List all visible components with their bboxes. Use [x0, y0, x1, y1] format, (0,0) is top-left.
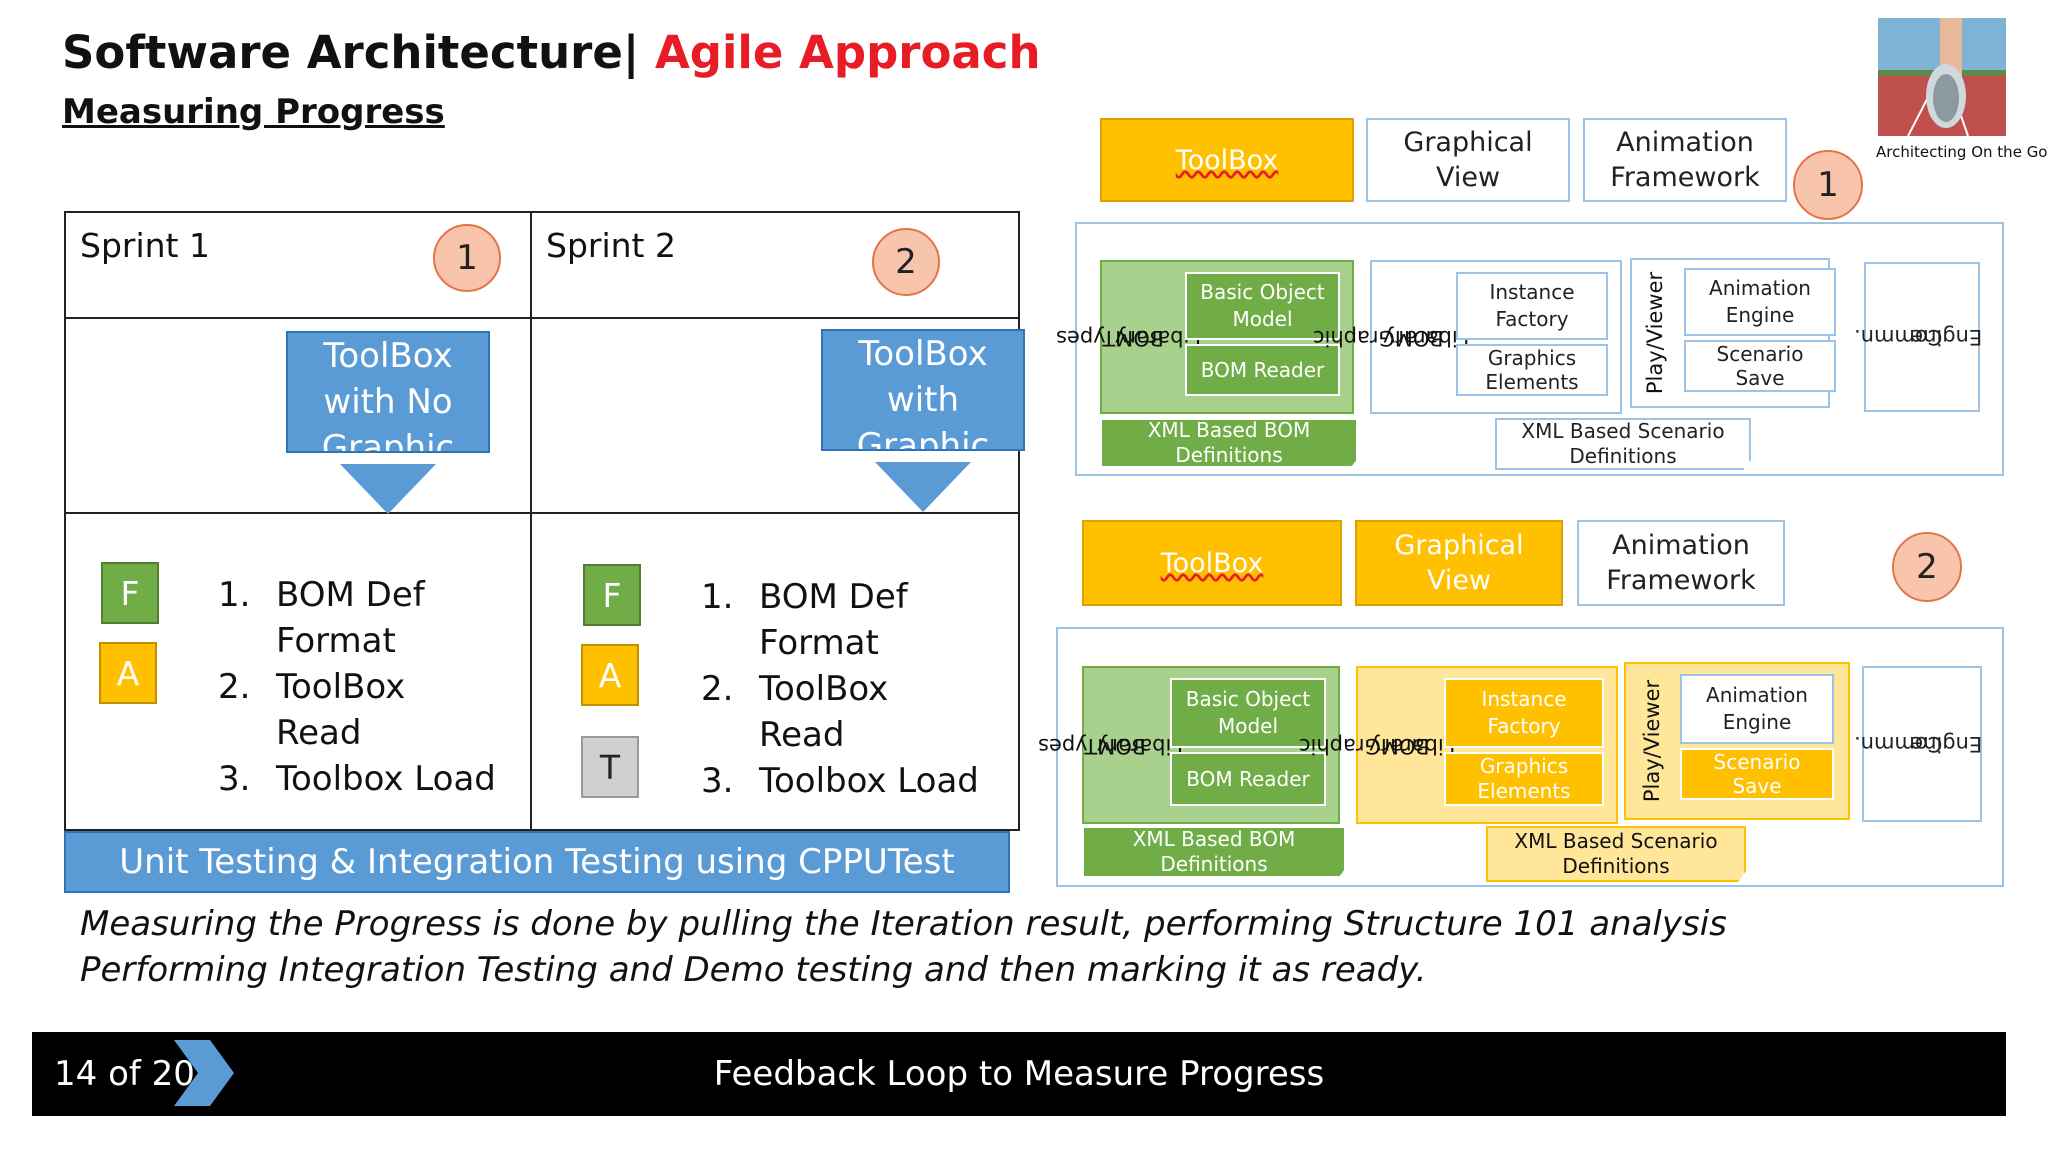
- sprint-2-goal-line: Graphic: [856, 426, 990, 451]
- sprint-1-goal-line: ToolBox: [323, 336, 453, 376]
- task-item-continued: Read: [759, 715, 845, 755]
- sprint-1-header: Sprint 1: [80, 226, 210, 265]
- sprint-1-task-list: 1.BOM Def Format 2.ToolBox Read 3.Toolbo…: [218, 572, 496, 802]
- table-divider-header: [64, 317, 1020, 319]
- presenter-thumbnail: [1878, 18, 2006, 136]
- sprint-2-task-list: 1.BOM Def Format 2.ToolBox Read 3.Toolbo…: [701, 574, 979, 804]
- d1-comm-engine: Commn.Engine: [1854, 262, 1982, 412]
- sprint-1-tag-a: A: [99, 642, 157, 704]
- testing-banner: Unit Testing & Integration Testing using…: [64, 831, 1010, 893]
- sprint-2-tag-t: T: [581, 736, 639, 798]
- sprint-table: [64, 211, 1020, 831]
- sprint-1-down-arrow: [340, 464, 436, 514]
- sprint-2-goal-line: ToolBox: [858, 334, 988, 374]
- d2-play-viewer-label: Play/Viewer: [1640, 679, 1665, 803]
- page-of-label: of: [108, 1054, 141, 1094]
- d2-bom-reader: BOM Reader: [1170, 752, 1326, 806]
- d1-play-viewer-label: Play/Viewer: [1643, 271, 1668, 395]
- sprint-1-goal-line: with No: [323, 382, 453, 422]
- task-item-continued: Format: [759, 623, 879, 663]
- task-item: 1.BOM Def: [218, 575, 425, 615]
- sprint-2-down-arrow: [875, 462, 971, 512]
- sprint-1-goal-callout: ToolBox with No Graphic: [286, 331, 490, 453]
- task-item: 3.Toolbox Load: [218, 759, 496, 799]
- task-item: 2.ToolBox: [218, 667, 406, 707]
- d2-comm-engine: Commn.Engine: [1854, 666, 1982, 822]
- table-divider-vertical: [530, 211, 532, 831]
- caption-line-2: Performing Integration Testing and Demo …: [80, 950, 1427, 990]
- d1-number-badge: 1: [1793, 150, 1863, 220]
- footer-title: Feedback Loop to Measure Progress: [713, 1054, 1325, 1094]
- slide-subtitle: Measuring Progress: [62, 92, 445, 132]
- sprint-2-header: Sprint 2: [546, 226, 676, 265]
- runner-image: [1878, 18, 2006, 136]
- table-divider-middle: [64, 512, 1020, 514]
- thumbnail-caption: Architecting On the Go: [1876, 143, 2048, 161]
- task-item: 1.BOM Def: [701, 577, 908, 617]
- sprint-2-number-badge: 2: [872, 228, 940, 296]
- d2-number-badge: 2: [1892, 532, 1962, 602]
- sprint-2-tag-a: A: [581, 644, 639, 706]
- task-item: 2.ToolBox: [701, 669, 889, 709]
- slide-title-main: Software Architecture|: [62, 26, 640, 79]
- sprint-2-goal-line: with: [886, 380, 960, 420]
- d1-bom-reader: BOM Reader: [1185, 344, 1340, 396]
- sprint-1-goal-line: Graphic: [321, 428, 455, 453]
- footer-bar: 14 of 20 Feedback Loop to Measure Progre…: [32, 1032, 2006, 1116]
- slide-title: Software Architecture| Agile Approach: [62, 26, 1040, 79]
- sprint-1-tag-f: F: [101, 562, 159, 624]
- caption-line-1: Measuring the Progress is done by pullin…: [80, 904, 1727, 944]
- slide-title-accent: Agile Approach: [654, 26, 1041, 79]
- task-item: 3.Toolbox Load: [701, 761, 979, 801]
- d1-toolbox-box: ToolBox: [1100, 118, 1354, 202]
- current-page: 14: [54, 1054, 98, 1094]
- sprint-1-number-badge: 1: [433, 224, 501, 292]
- task-item-continued: Read: [276, 713, 362, 753]
- sprint-2-goal-callout: ToolBox with Graphic: [821, 329, 1025, 451]
- task-item-continued: Format: [276, 621, 396, 661]
- d2-toolbox-box: ToolBox: [1082, 520, 1342, 606]
- sprint-2-tag-f: F: [583, 564, 641, 626]
